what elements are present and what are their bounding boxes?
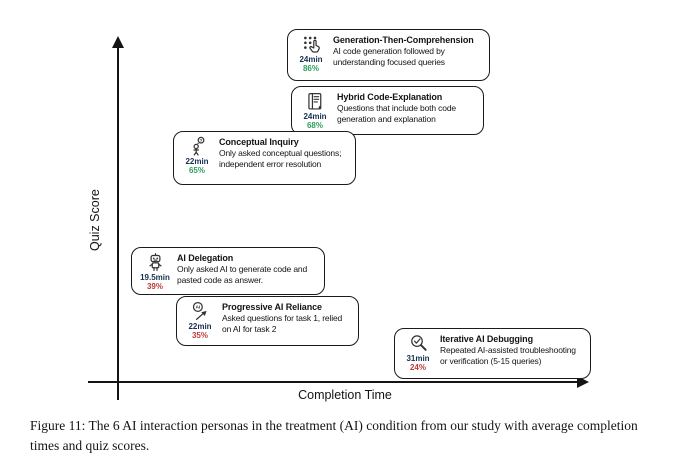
persona-title: Conceptual Inquiry <box>219 137 299 147</box>
persona-box-conceptual-inquiry: ? 22min 65% Conceptual Inquiry Only aske… <box>173 131 356 185</box>
persona-title: Progressive AI Reliance <box>222 302 322 312</box>
persona-text: Progressive AI Reliance Asked questions … <box>222 301 353 335</box>
persona-box-progressive-ai-reliance: AI 22min 35% Progressive AI Reliance Ask… <box>176 296 359 346</box>
persona-stat-column: 24min 68% <box>297 91 333 130</box>
persona-stat-column: ? 22min 65% <box>179 136 215 175</box>
persona-title: AI Delegation <box>177 253 234 263</box>
persona-description: Asked questions for task 1, relied on AI… <box>222 313 343 335</box>
y-axis-line <box>117 46 119 400</box>
svg-text:?: ? <box>199 138 202 144</box>
tap-keypad-icon <box>303 36 320 53</box>
persona-text: Generation-Then-Comprehension AI code ge… <box>333 34 484 68</box>
quiz-score-value: 65% <box>188 166 205 176</box>
magnifier-check-icon <box>410 335 427 351</box>
thinking-person-icon: ? <box>192 136 204 156</box>
persona-title: Iterative AI Debugging <box>440 334 533 344</box>
robot-icon <box>148 253 162 271</box>
persona-box-ai-delegation: 19.5min 39% AI Delegation Only asked AI … <box>131 247 325 296</box>
persona-stat-column: AI 22min 35% <box>182 301 218 340</box>
completion-time-value: 24min <box>303 112 327 121</box>
persona-description: Only asked AI to generate code and paste… <box>177 264 308 286</box>
persona-text: Conceptual Inquiry Only asked conceptual… <box>219 136 350 170</box>
persona-stat-column: 24min 86% <box>293 34 329 73</box>
quiz-score-value: 35% <box>191 331 208 341</box>
quiz-score-value: 86% <box>302 64 319 74</box>
figure-caption: Figure 11: The 6 AI interaction personas… <box>30 418 638 454</box>
persona-text: Iterative AI Debugging Repeated AI-assis… <box>440 333 585 367</box>
x-axis-label: Completion Time <box>298 388 392 402</box>
document-lines-icon <box>307 93 321 110</box>
persona-description: Questions that include both code generat… <box>337 103 457 125</box>
completion-time-value: 22min <box>188 322 212 331</box>
persona-stat-column: 31min 24% <box>400 333 436 372</box>
persona-text: AI Delegation Only asked AI to generate … <box>177 252 319 286</box>
persona-text: Hybrid Code-Explanation Questions that i… <box>337 91 478 125</box>
persona-stat-column: 19.5min 39% <box>137 252 173 291</box>
y-axis-label: Quiz Score <box>88 189 102 251</box>
x-axis-line <box>88 381 580 383</box>
quiz-score-value: 24% <box>409 363 426 373</box>
persona-title: Hybrid Code-Explanation <box>337 92 443 102</box>
persona-title: Generation-Then-Comprehension <box>333 35 474 45</box>
persona-description: AI code generation followed by understan… <box>333 46 445 68</box>
completion-time-value: 24min <box>299 55 323 64</box>
completion-time-value: 22min <box>185 157 209 166</box>
y-axis-arrow-icon <box>112 36 124 48</box>
quiz-score-value: 68% <box>306 121 323 131</box>
ai-badge-arrow-icon: AI <box>192 301 207 320</box>
completion-time-value: 31min <box>406 354 430 363</box>
persona-description: Only asked conceptual questions; indepen… <box>219 148 342 170</box>
persona-box-hybrid-code-explanation: 24min 68% Hybrid Code-Explanation Questi… <box>291 86 484 135</box>
svg-text:AI: AI <box>195 305 200 311</box>
completion-time-value: 19.5min <box>140 273 170 282</box>
quiz-score-value: 39% <box>146 282 163 292</box>
x-axis-arrow-icon <box>577 376 589 388</box>
persona-box-generation-then-comprehension: 24min 86% Generation-Then-Comprehension … <box>287 29 490 81</box>
persona-box-iterative-ai-debugging: 31min 24% Iterative AI Debugging Repeate… <box>394 328 591 379</box>
persona-description: Repeated AI-assisted troubleshooting or … <box>440 345 576 367</box>
